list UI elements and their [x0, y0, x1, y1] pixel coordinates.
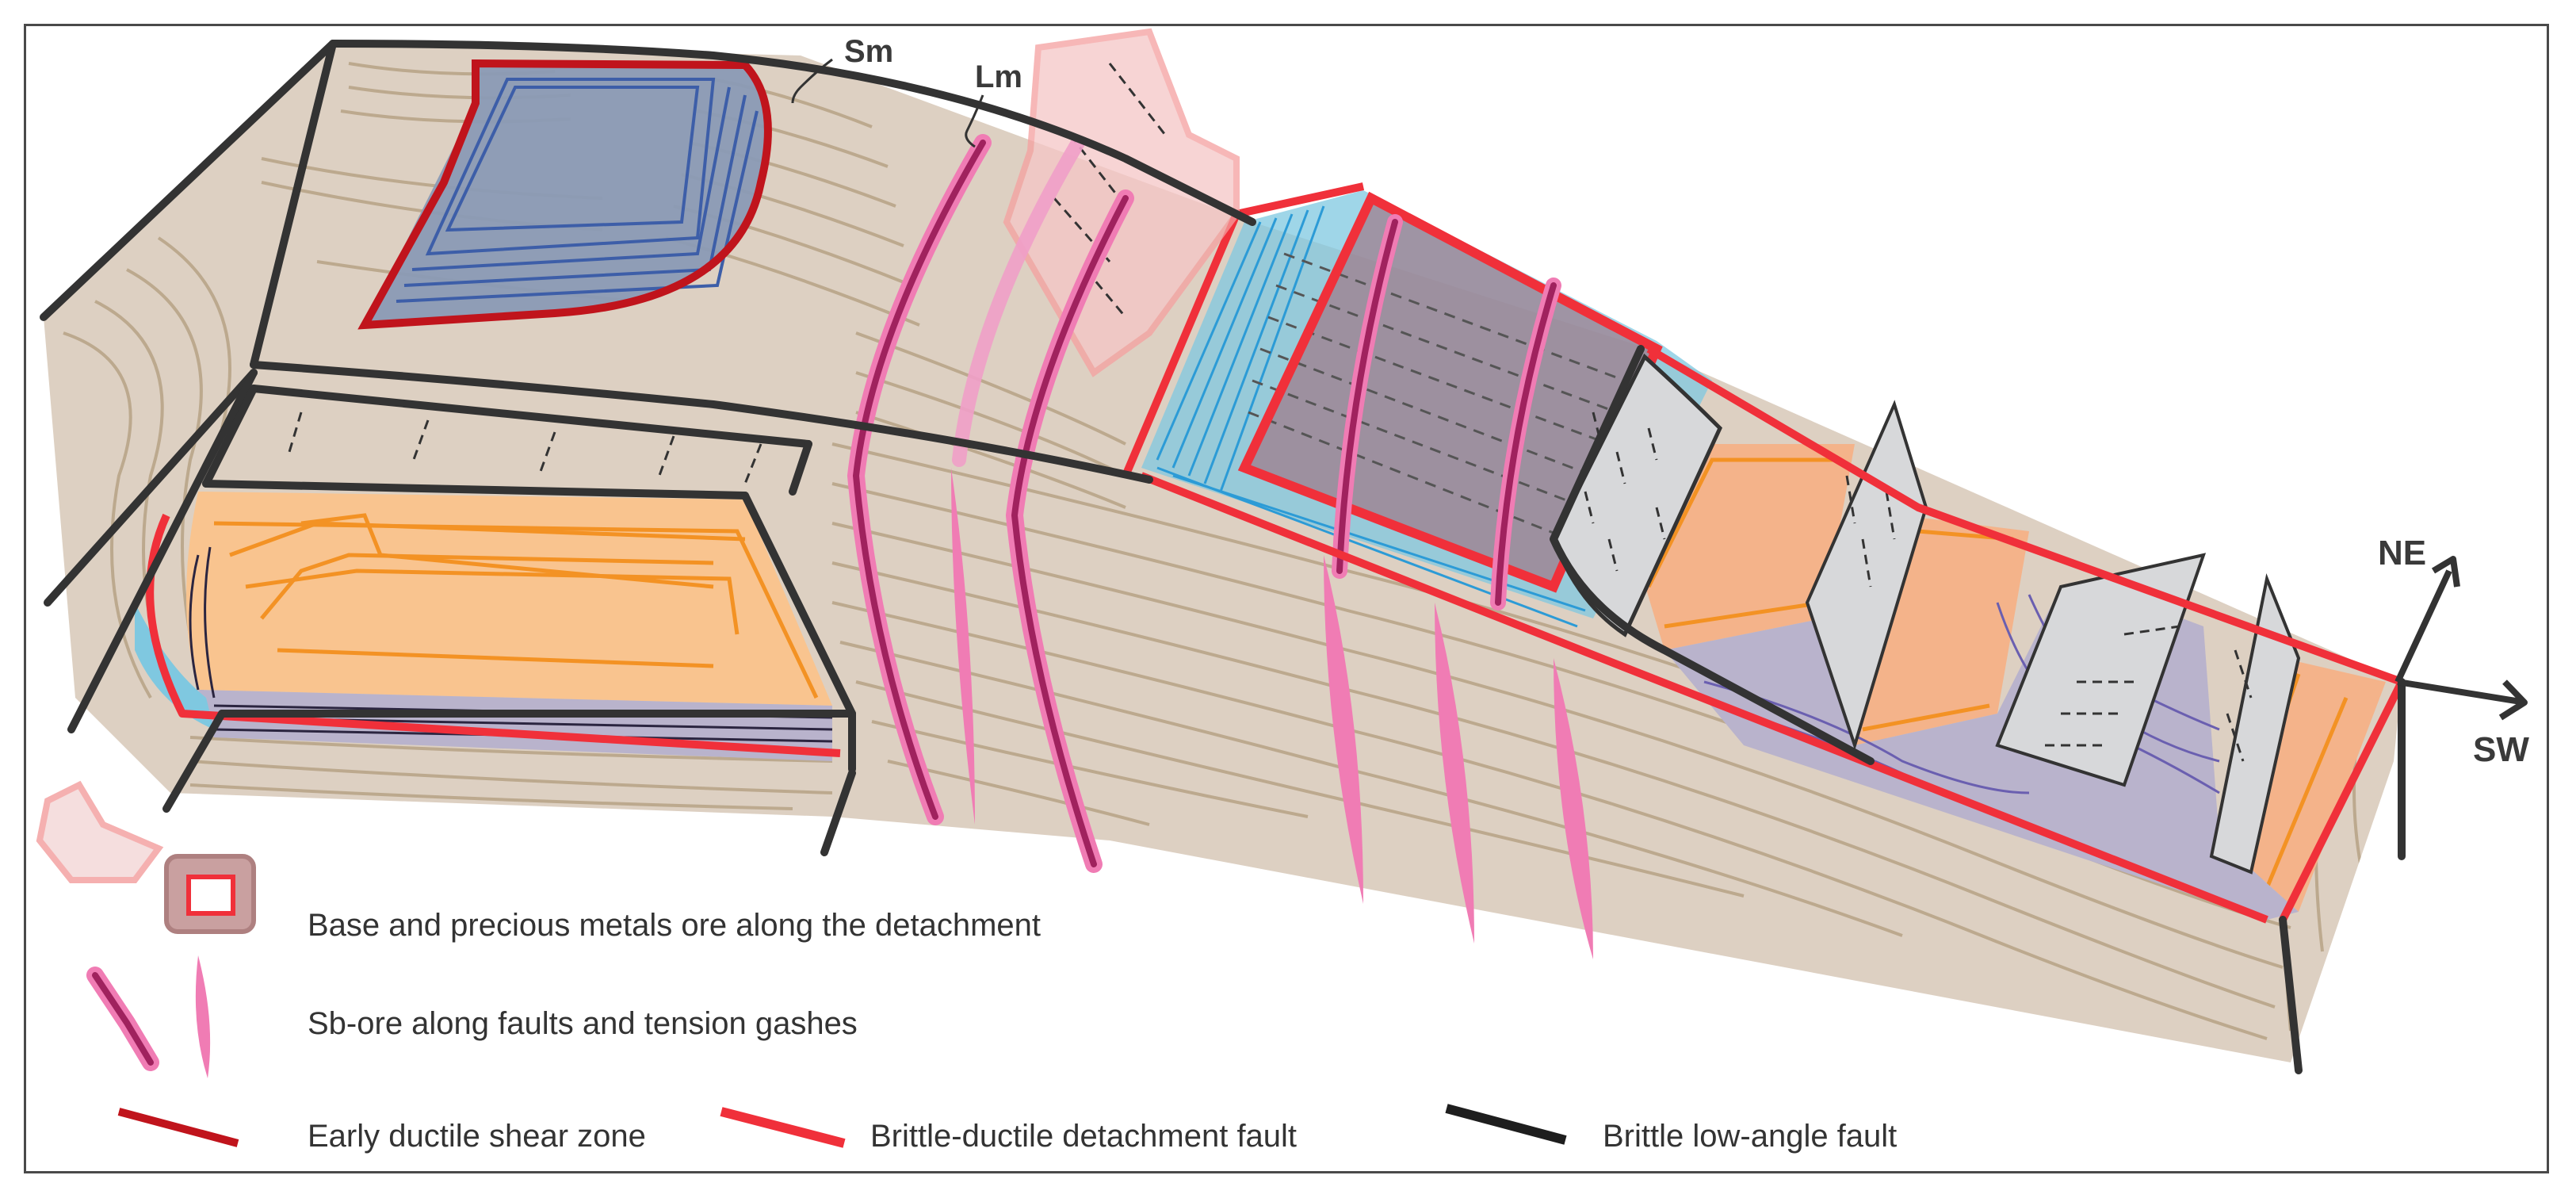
fault-plane-3: [1995, 553, 2207, 787]
legend-sb-ore-text: Sb-ore along faults and tension gashes: [308, 1006, 858, 1041]
legend: Base and precious metals ore along the d…: [36, 780, 1897, 1154]
legend-ore-detachment-symbol: [36, 780, 256, 934]
sm-label: Sm: [844, 34, 893, 69]
label-leaders: [791, 58, 984, 148]
ne-label: NE: [2378, 534, 2426, 572]
compass: [2394, 556, 2528, 721]
legend-low-angle-fault-text: Brittle low-angle fault: [1603, 1119, 1897, 1154]
ductile-ore-body: [357, 59, 772, 330]
legend-ore-detachment-text: Base and precious metals ore along the d…: [308, 908, 1041, 943]
legend-ductile-shear-text: Early ductile shear zone: [308, 1119, 646, 1154]
legend-low-angle-fault-symbol: [1445, 1104, 1567, 1145]
legend-ductile-shear-symbol: [117, 1108, 239, 1147]
low-angle-faults: [40, 40, 2406, 1074]
sw-label: SW: [2473, 730, 2529, 769]
legend-sb-ore-symbol: [86, 955, 211, 1078]
tension-gashes: [951, 468, 1593, 959]
brittle-fault-planes: [1551, 353, 2301, 875]
legend-detachment-fault-text: Brittle-ductile detachment fault: [870, 1119, 1297, 1154]
lm-label: Lm: [975, 59, 1022, 94]
detachment-faults: [146, 345, 2406, 924]
sb-ore-faults: [847, 134, 1561, 873]
ductile-shear-zone: [357, 59, 772, 330]
legend-detachment-fault-symbol: [720, 1107, 846, 1148]
fault-plane-4: [2209, 573, 2301, 875]
